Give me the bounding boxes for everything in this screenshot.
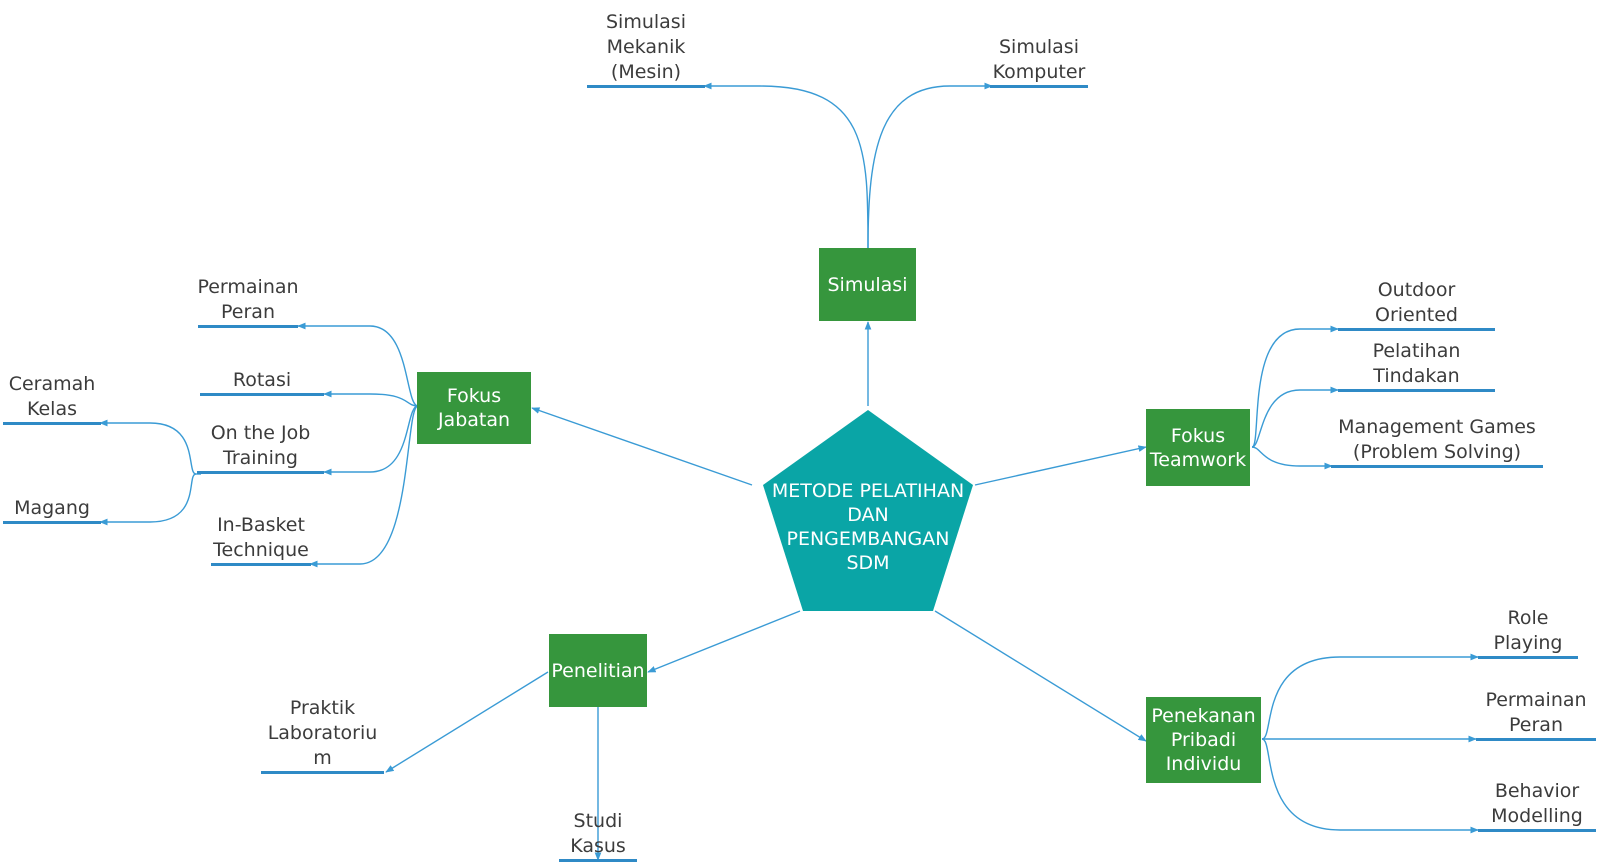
- leaf-label: Management Games: [1338, 416, 1536, 438]
- leaf-role-playing[interactable]: Role Playing: [1478, 603, 1578, 659]
- leaf-label: Oriented: [1375, 304, 1458, 326]
- branch-label: Fokus: [1170, 424, 1226, 447]
- leaf-label: Komputer: [992, 61, 1086, 83]
- leaf-label: Training: [223, 447, 298, 469]
- center-line: METODE PELATIHAN: [771, 480, 965, 502]
- leaf-label: Behavior: [1494, 780, 1580, 802]
- leaf-label: Technique: [213, 539, 309, 561]
- branch-label: Teamwork: [1149, 448, 1247, 471]
- link-center-penelitian: [647, 610, 801, 673]
- link-center-penekanan: [934, 610, 1147, 742]
- link-penelitian-praktik: [385, 671, 549, 773]
- leaf-label: Playing: [1493, 632, 1563, 654]
- link-teamwork-tindakan: [1251, 386, 1339, 448]
- leaf-ceramah-kelas[interactable]: Ceramah Kelas: [3, 369, 101, 425]
- leaf-label: (Mesin): [610, 61, 682, 83]
- leaf-magang[interactable]: Magang: [3, 494, 101, 524]
- leaf-pelatihan-tindakan[interactable]: Pelatihan Tindakan: [1338, 336, 1495, 392]
- leaf-label: In-Basket: [217, 514, 305, 536]
- center-line: PENGEMBANGAN: [786, 528, 950, 550]
- leaf-permainan-peran[interactable]: Permainan Peran: [197, 272, 299, 328]
- branch-label: Fokus: [446, 385, 502, 407]
- branch-fokus-teamwork[interactable]: Fokus Teamwork: [1146, 409, 1250, 486]
- leaf-simulasi-komputer[interactable]: Simulasi Komputer: [990, 32, 1088, 88]
- leaf-label: Studi: [573, 810, 623, 832]
- branch-label: Penelitian: [551, 659, 645, 682]
- center-topic[interactable]: METODE PELATIHAN DAN PENGEMBANGAN SDM: [758, 468, 978, 586]
- link-jabatan-permainan: [297, 322, 419, 407]
- leaf-label: Role: [1507, 607, 1549, 629]
- leaf-label: Permainan: [1485, 689, 1587, 711]
- leaf-label: Kasus: [570, 835, 626, 857]
- leaf-label: Pelatihan: [1372, 340, 1461, 362]
- leaf-label: Permainan: [197, 276, 299, 298]
- leaf-label: Simulasi: [606, 11, 686, 33]
- leaf-praktik-laboratorium[interactable]: Praktik Laboratoriu m: [261, 693, 384, 774]
- leaf-label: Rotasi: [232, 369, 292, 391]
- leaf-label: On the Job: [210, 422, 311, 444]
- link-simulasi-komputer: [867, 82, 993, 249]
- leaf-label: Mekanik: [606, 36, 686, 58]
- leaf-label: Tindakan: [1373, 365, 1460, 387]
- link-center-fokus-jabatan: [531, 407, 753, 486]
- center-line: DAN: [847, 504, 889, 526]
- link-simulasi-mekanik: [703, 82, 869, 249]
- branch-label: Penekanan: [1151, 705, 1256, 727]
- center-pentagon: [763, 410, 973, 611]
- link-onjob-ceramah: [99, 419, 197, 475]
- link-penekanan-role: [1261, 653, 1479, 740]
- link-penekanan-behavior: [1261, 738, 1479, 834]
- leaf-label: Outdoor: [1377, 279, 1456, 301]
- branch-label: Simulasi: [827, 273, 908, 296]
- leaf-label: (Problem Solving): [1352, 441, 1522, 463]
- leaf-label: Kelas: [26, 398, 78, 420]
- leaf-outdoor-oriented[interactable]: Outdoor Oriented: [1338, 275, 1495, 331]
- leaf-label: Simulasi: [999, 36, 1079, 58]
- branch-penelitian[interactable]: Penelitian: [549, 634, 647, 707]
- leaf-simulasi-mekanik[interactable]: Simulasi Mekanik (Mesin): [587, 8, 705, 88]
- link-teamwork-outdoor: [1251, 325, 1339, 448]
- branch-label: Individu: [1165, 753, 1242, 775]
- leaf-on-the-job-training[interactable]: On the Job Training: [197, 418, 324, 474]
- leaf-label: Laboratoriu: [267, 722, 378, 744]
- leaf-permainan-peran-2[interactable]: Permainan Peran: [1476, 685, 1596, 741]
- link-teamwork-games: [1251, 446, 1333, 470]
- link-center-fokus-teamwork: [974, 445, 1147, 486]
- leaf-behavior-modelling[interactable]: Behavior Modelling: [1478, 776, 1596, 832]
- link-onjob-magang: [99, 473, 197, 526]
- leaf-label: Magang: [14, 497, 90, 519]
- leaf-rotasi[interactable]: Rotasi: [200, 366, 324, 396]
- leaf-management-games[interactable]: Management Games (Problem Solving): [1331, 412, 1543, 468]
- leaf-label: Peran: [1509, 714, 1563, 736]
- leaf-studi-kasus[interactable]: Studi Kasus: [559, 806, 637, 862]
- branch-simulasi[interactable]: Simulasi: [819, 248, 916, 321]
- branch-fokus-jabatan[interactable]: Fokus Jabatan: [417, 372, 531, 444]
- leaf-label: Praktik: [289, 697, 356, 719]
- branch-label: Pribadi: [1170, 729, 1237, 751]
- leaf-label: Modelling: [1491, 805, 1583, 827]
- leaf-label: Ceramah: [8, 373, 96, 395]
- center-line: SDM: [846, 552, 890, 574]
- link-jabatan-inbasket: [309, 405, 419, 568]
- leaf-label: m: [313, 747, 332, 769]
- link-jabatan-onjob: [323, 405, 419, 476]
- leaf-in-basket-technique[interactable]: In-Basket Technique: [211, 510, 311, 566]
- branch-label: Jabatan: [437, 409, 511, 431]
- link-jabatan-rotasi: [323, 390, 419, 407]
- leaf-label: Peran: [221, 301, 275, 323]
- branch-penekanan-pribadi[interactable]: Penekanan Pribadi Individu: [1146, 697, 1261, 783]
